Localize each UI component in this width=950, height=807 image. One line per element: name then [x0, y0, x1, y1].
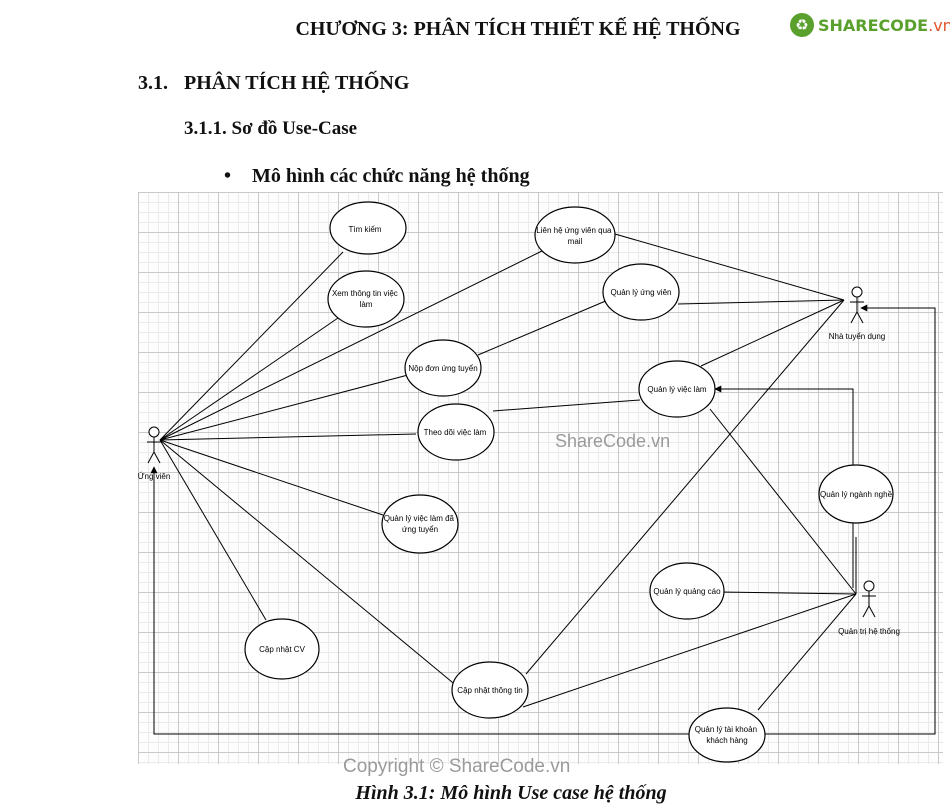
uc-label-quan-ly-quang-cao: Quản lý quảng cáo: [653, 587, 721, 596]
uc-label-quan-ly-ung-vien: Quản lý ứng viên: [611, 288, 672, 297]
actor-candidate-figure: [147, 426, 161, 464]
chapter-title: CHƯƠNG 3: PHÂN TÍCH THIẾT KẾ HỆ THỐNG: [295, 18, 741, 40]
bullet-item: • Mô hình các chức năng hệ thống: [224, 165, 530, 188]
usecase-links: [477, 299, 641, 412]
actor-admin-figure: [862, 580, 876, 618]
watermark-center: ShareCode.vn: [555, 431, 671, 451]
uc-label-xem-thong-tin: Xem thông tin việc làm: [332, 289, 400, 309]
uc-label-theo-doi: Theo dõi việc làm: [424, 428, 487, 437]
uc-label-quan-ly-nganh-nghe: Quản lý ngành nghề: [820, 490, 893, 499]
watermark-copyright: Copyright © ShareCode.vn: [343, 756, 571, 777]
use-case-diagram: Tìm kiếm Xem thông tin việc làm Liên hệ …: [138, 192, 943, 764]
uc-label-lien-he: Liên hệ ứng viên qua mail: [536, 226, 613, 246]
section-heading: 3.1. PHÂN TÍCH HỆ THỐNG: [138, 72, 409, 95]
diagram-canvas: Tìm kiếm Xem thông tin việc làm Liên hệ …: [138, 201, 936, 763]
sharecode-logo: ♻ SHARECODE.vn: [790, 10, 950, 40]
uc-label-cap-nhat-thong-tin: Cập nhật thông tin: [457, 686, 522, 695]
uc-label-quan-ly-vl-ung-tuyen: Quản lý việc làm đã ứng tuyển: [384, 514, 457, 534]
uc-quan-ly-vl-ung-tuyen: [381, 494, 459, 554]
actor-candidate-label: Ứng viên: [138, 472, 170, 481]
subsection-heading: 3.1.1. Sơ đồ Use-Case: [184, 118, 358, 139]
uc-quan-ly-tai-khoan: [688, 707, 766, 763]
actor-admin-label: Quản trị hệ thống: [838, 627, 900, 636]
uc-xem-thong-tin: [327, 270, 405, 328]
actor-recruiter-label: Nhà tuyển dụng: [829, 332, 886, 341]
uc-quan-ly-quang-cao: [649, 562, 725, 620]
uc-label-quan-ly-tai-khoan: Quản lý tài khoản khách hàng: [695, 725, 760, 745]
logo-brand: SHARECODE: [818, 15, 929, 35]
figure-caption: Hình 3.1: Mô hình Use case hệ thống: [355, 782, 667, 804]
uc-quan-ly-ung-vien: [602, 263, 680, 321]
candidate-associations: [159, 247, 549, 688]
logo-tld: .vn: [928, 15, 950, 35]
uc-nop-don: [404, 339, 482, 397]
section-title: PHÂN TÍCH HỆ THỐNG: [184, 72, 410, 94]
uc-quan-ly-viec-lam: [638, 360, 716, 418]
uc-lien-he: [534, 206, 616, 264]
recycle-icon: ♻: [790, 13, 814, 37]
uc-cap-nhat-cv: [244, 618, 320, 680]
bullet-dot: •: [224, 165, 232, 187]
use-case-shapes: [244, 201, 894, 763]
actor-recruiter-figure: [850, 286, 864, 324]
section-number: 3.1.: [138, 72, 168, 94]
uc-label-quan-ly-viec-lam: Quản lý việc làm: [647, 385, 706, 394]
uc-cap-nhat-thong-tin: [451, 661, 529, 719]
uc-theo-doi: [417, 403, 495, 461]
uc-tim-kiem: [329, 201, 407, 255]
recruiter-associations: [525, 231, 845, 675]
uc-label-tim-kiem: Tìm kiếm: [349, 225, 382, 234]
uc-quan-ly-nganh-nghe: [818, 464, 894, 524]
uc-label-cap-nhat-cv: Cập nhật CV: [259, 645, 305, 654]
admin-associations: [522, 408, 857, 711]
uc-label-nop-don: Nộp đơn ứng tuyển: [408, 364, 477, 373]
bullet-text: Mô hình các chức năng hệ thống: [252, 165, 530, 187]
